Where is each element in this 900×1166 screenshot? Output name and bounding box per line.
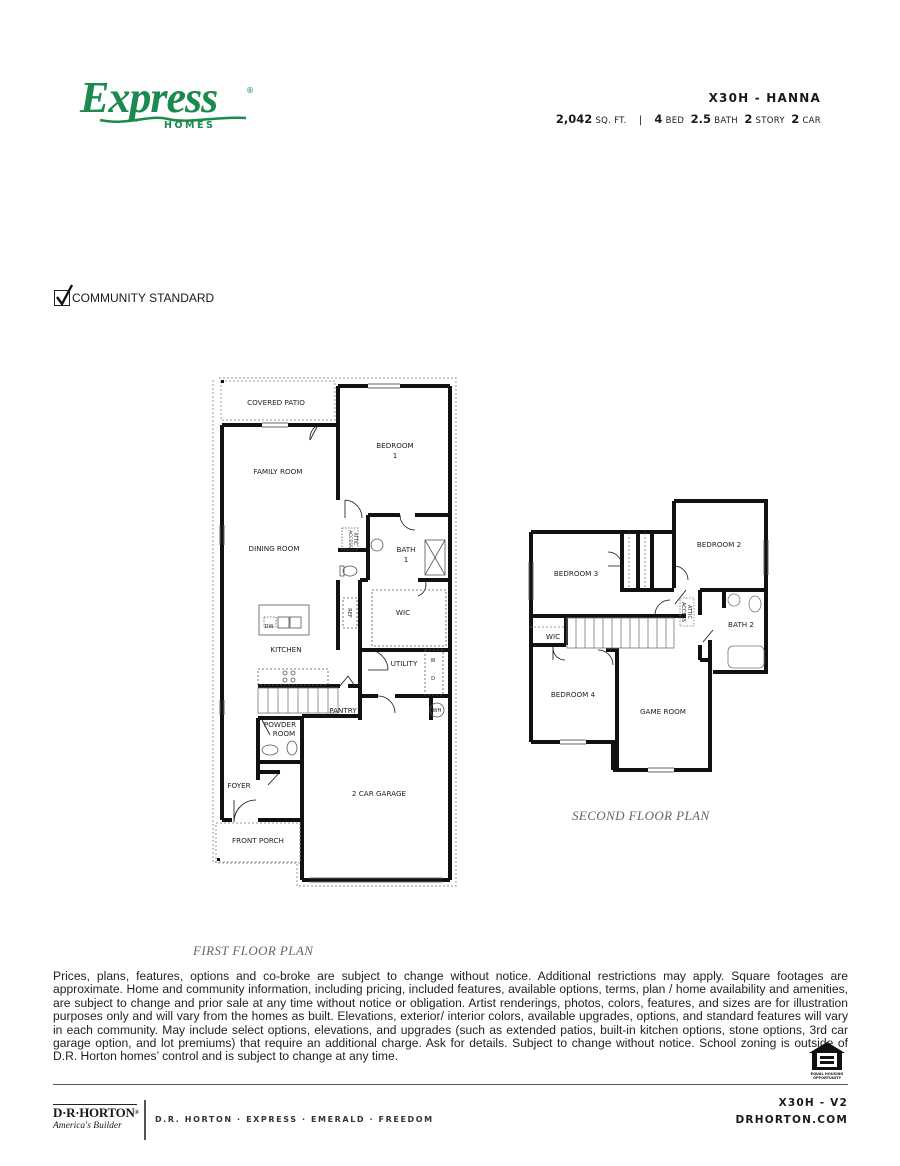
second-floor-labels: BEDROOM 2 BEDROOM 3 BATH 2 WIC BEDROOM 4… <box>546 540 754 716</box>
stories-value: 2 <box>744 112 753 126</box>
plan-title: X30H - HANNA <box>708 91 821 105</box>
label-powder: POWDER <box>264 720 296 729</box>
logo-swash-icon <box>99 116 247 123</box>
beds-unit: BED <box>665 116 685 126</box>
community-standard-label: COMMUNITY STANDARD <box>72 291 215 305</box>
label-attic-access-1: ATTIC <box>352 533 358 546</box>
first-floor-plan <box>212 377 457 887</box>
label-wh: WH <box>433 708 442 714</box>
second-floor-caption: SECOND FLOOR PLAN <box>572 808 710 823</box>
plan-specs: 2,042 SQ. FT. | 4 BED 2.5 BATH 2 STORY 2… <box>556 112 821 126</box>
sqft-unit: SQ. FT. <box>595 116 627 126</box>
label-dining-room: DINING ROOM <box>249 544 300 553</box>
dr-horton-logo: D·R·HORTON® America's Builder <box>53 1104 140 1131</box>
cars-unit: CAR <box>802 116 821 126</box>
dr-horton-tagline: America's Builder <box>53 1121 122 1131</box>
spec-separator: | <box>638 115 643 126</box>
logo-subtext: HOMES <box>164 120 216 131</box>
website-link[interactable]: DRHORTON.COM <box>735 1114 848 1126</box>
label-bedroom4: BEDROOM 4 <box>551 690 596 699</box>
label-bedroom3: BEDROOM 3 <box>554 569 598 578</box>
equal-housing-line2: OPPORTUNITY <box>812 1076 841 1080</box>
label-pantry: PANTRY <box>329 706 357 715</box>
equal-housing-logo: EQUAL HOUSING OPPORTUNITY <box>806 1040 848 1082</box>
sqft-value: 2,042 <box>555 112 593 126</box>
label-bath2: BATH 2 <box>728 620 754 629</box>
second-floor-plan <box>528 499 769 773</box>
label-attic-access-2: ATTIC <box>686 605 692 620</box>
equal-housing-text: EQUAL HOUSING OPPORTUNITY <box>806 1072 848 1080</box>
registered-mark: ® <box>246 86 254 95</box>
footer-divider <box>53 1084 848 1085</box>
stories-unit: STORY <box>755 116 785 126</box>
label-ref: REF <box>346 608 352 618</box>
equal-housing-house-icon <box>809 1042 845 1070</box>
equal-housing-line1: EQUAL HOUSING <box>810 1072 844 1076</box>
label-bedroom2: BEDROOM 2 <box>697 540 741 549</box>
label-washer: W <box>431 658 436 664</box>
cars-value: 2 <box>791 112 800 126</box>
baths-unit: BATH <box>714 116 738 126</box>
dr-horton-wordmark: D·R·HORTON® <box>53 1104 140 1120</box>
footer-vertical-divider <box>144 1100 146 1140</box>
label-dryer: D <box>431 676 435 682</box>
label-bath1-num: 1 <box>404 555 409 564</box>
dr-horton-name: D·R·HORTON <box>53 1105 135 1120</box>
label-bath1: BATH <box>396 545 415 554</box>
first-floor-labels: COVERED PATIO BEDROOM 1 FAMILY ROOM DINI… <box>227 398 441 845</box>
label-game-room: GAME ROOM <box>640 707 686 716</box>
label-kitchen: KITCHEN <box>270 645 301 654</box>
label-bedroom1: BEDROOM <box>376 441 414 450</box>
label-utility: UTILITY <box>391 659 418 668</box>
label-family-room: FAMILY ROOM <box>254 467 303 476</box>
label-attic-access-1b: ACCESS <box>347 530 353 548</box>
brand-list: D.R. HORTON · EXPRESS · EMERALD · FREEDO… <box>155 1115 434 1124</box>
baths-value: 2.5 <box>690 112 711 126</box>
label-front-porch: FRONT PORCH <box>232 836 284 845</box>
express-homes-logo: Express ® HOMES <box>78 76 258 136</box>
label-dw: DW <box>265 624 274 630</box>
label-garage: 2 CAR GARAGE <box>352 789 407 798</box>
label-attic-access-2b: ACCESS <box>680 602 686 622</box>
plan-version: X30H - V2 <box>778 1097 848 1109</box>
checkbox-checked-icon <box>54 284 74 307</box>
floor-plans-drawing: COVERED PATIO BEDROOM 1 FAMILY ROOM DINI… <box>212 377 769 887</box>
dr-horton-registered: ® <box>134 1110 140 1116</box>
logo-wordmark: Express <box>80 73 218 122</box>
label-foyer: FOYER <box>227 781 250 790</box>
label-wic: WIC <box>396 608 410 617</box>
beds-value: 4 <box>654 112 663 126</box>
community-standard-legend: COMMUNITY STANDARD <box>54 284 215 307</box>
label-covered-patio: COVERED PATIO <box>247 398 305 407</box>
legal-disclaimer: Prices, plans, features, options and co-… <box>53 969 848 1064</box>
label-powder-room: ROOM <box>273 729 296 738</box>
first-floor-caption: FIRST FLOOR PLAN <box>193 943 314 958</box>
label-bedroom1-num: 1 <box>393 451 398 460</box>
label-wic-2: WIC <box>546 632 560 641</box>
